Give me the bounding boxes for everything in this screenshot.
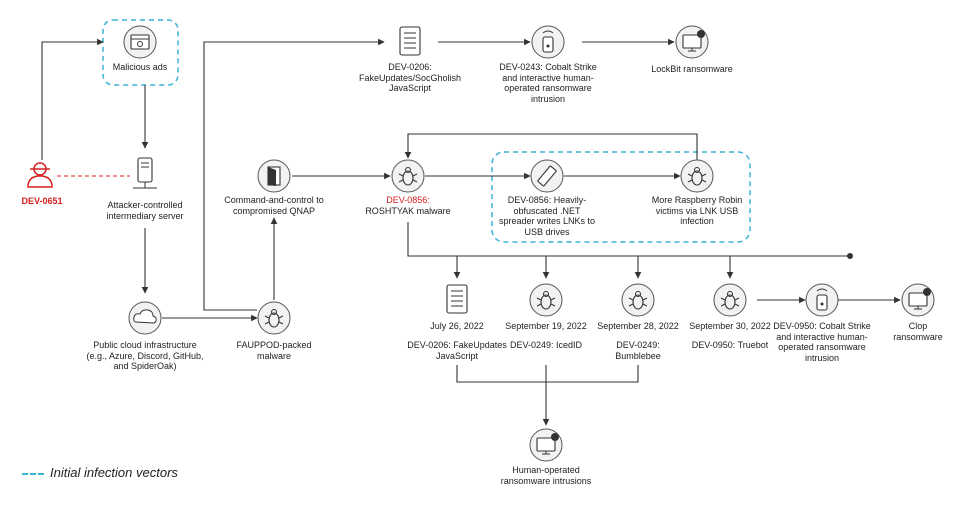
lockbit-label: LockBit ransomware: [651, 64, 733, 74]
malicious-ads-label: Malicious ads: [112, 62, 168, 72]
public-cloud-label: Public cloud infrastructure (e.g., Azure…: [86, 340, 204, 371]
connector-actor-to-ads: [41, 38, 104, 160]
connector-merge-bar: [456, 365, 639, 383]
branch-3-date: September 28, 2022: [597, 321, 679, 331]
ransomware-monitor-icon-human-operated: [529, 428, 563, 462]
qnap-c2-label: Command-and-control to compromised QNAP: [224, 195, 324, 216]
roshtyak-name-label: ROSHTYAK malware: [365, 206, 451, 216]
dev0206-top-label: DEV-0206: FakeUpdates/SocGholish JavaScr…: [358, 62, 462, 93]
intermediary-server-label: Attacker-controlled intermediary server: [106, 200, 184, 221]
usb-drive-icon: [530, 159, 564, 193]
script-scroll-icon-top: [399, 26, 421, 56]
door-icon: [257, 159, 291, 193]
distribution-endpoint: [847, 253, 853, 259]
threat-actor-icon: [27, 162, 53, 188]
server-icon: [133, 157, 157, 189]
malware-bug-icon-roshtyak: [391, 159, 425, 193]
clop-label: Clop ransomware: [893, 321, 943, 342]
script-scroll-icon-branch: [446, 284, 468, 314]
fauppod-label: FAUPPOD-packed malware: [236, 340, 312, 361]
malware-bug-icon-truebot: [713, 283, 747, 317]
malware-bug-icon-icedid: [529, 283, 563, 317]
more-victims-label: More Raspberry Robin victims via LNK USB…: [651, 195, 743, 226]
connector-fauppod-to-dev0206: [203, 38, 385, 311]
branch-1-date: July 26, 2022: [430, 321, 484, 331]
actor-label: DEV-0651: [21, 196, 63, 206]
malware-bug-icon-fauppod: [257, 301, 291, 335]
legend: Initial infection vectors: [22, 465, 178, 480]
branch-3-text: DEV-0249: Bumblebee: [615, 340, 661, 361]
branch-2-text: DEV-0249: IcedID: [509, 340, 583, 350]
connector-victims-loop: [404, 133, 698, 160]
cobalt-strike-icon-top: [531, 25, 565, 59]
malware-bug-icon-victims: [680, 159, 714, 193]
ransomware-monitor-icon-lockbit: [675, 25, 709, 59]
malicious-ads-highlight-box: [102, 19, 179, 86]
branch-4-text: DEV-0950: Truebot: [691, 340, 769, 350]
branch-1-text: DEV-0206: FakeUpdates JavaScript: [407, 340, 507, 361]
roshtyak-id-label: DEV-0856:: [386, 195, 430, 205]
legend-label: Initial infection vectors: [50, 465, 178, 480]
spreader-label: DEV-0856: Heavily-obfuscated .NET spread…: [498, 195, 596, 237]
dev0950-label: DEV-0950: Cobalt Strike and interactive …: [773, 321, 871, 363]
legend-dash-swatch: [22, 472, 44, 475]
browser-ad-icon: [123, 25, 157, 59]
dev0243-label: DEV-0243: Cobalt Strike and interactive …: [499, 62, 597, 104]
malware-bug-icon-bumblebee: [621, 283, 655, 317]
branch-2-date: September 19, 2022: [505, 321, 587, 331]
connector-roshtyak-down: [407, 222, 850, 257]
ransomware-monitor-icon-clop: [901, 283, 935, 317]
human-operated-label: Human-operated ransomware intrusions: [500, 465, 592, 486]
usb-spread-highlight-box: [491, 151, 751, 243]
cobalt-strike-icon-dev0950: [805, 283, 839, 317]
cloud-icon: [128, 301, 162, 335]
branch-4-date: September 30, 2022: [689, 321, 771, 331]
